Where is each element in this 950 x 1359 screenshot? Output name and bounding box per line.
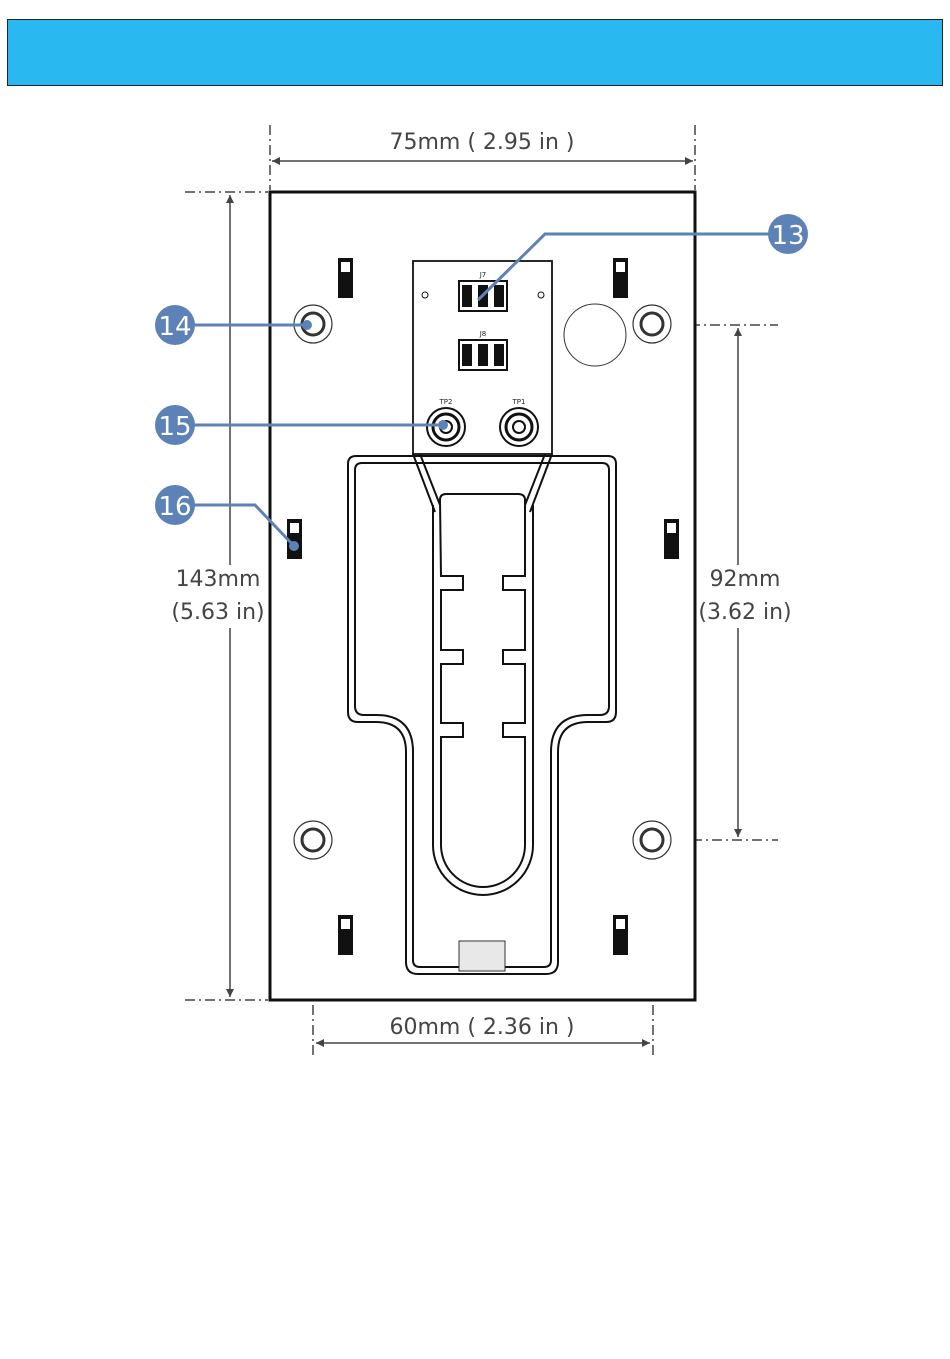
latch-slot-bottom-left <box>338 915 353 955</box>
tp2-label: TP2 <box>439 398 453 406</box>
spacing-label-mm: 92mm <box>710 567 781 592</box>
plate-outline <box>270 192 695 1000</box>
latch-slot-bottom-right <box>613 915 628 955</box>
tp1-label: TP1 <box>512 398 526 406</box>
j8-label: J8 <box>479 330 487 338</box>
width-label: 75mm ( 2.95 in ) <box>389 130 574 155</box>
latch-slot-mid-right <box>664 519 679 559</box>
latch-slot-top-left <box>338 258 353 298</box>
spacing-label-in: (3.62 in) <box>698 600 791 625</box>
bottom-spacing-label: 60mm ( 2.36 in ) <box>389 1015 574 1040</box>
j7-label: J7 <box>479 271 487 279</box>
callout-14-number: 14 <box>158 312 191 342</box>
callout-13-number: 13 <box>771 221 804 251</box>
tp1-terminal <box>500 408 538 446</box>
latch-slot-top-right <box>613 258 628 298</box>
bottom-tab <box>459 941 505 971</box>
callout-16-number: 16 <box>158 492 191 522</box>
height-label-in: (5.63 in) <box>171 600 264 625</box>
callout-15-number: 15 <box>158 412 191 442</box>
height-label-mm: 143mm <box>176 567 261 592</box>
